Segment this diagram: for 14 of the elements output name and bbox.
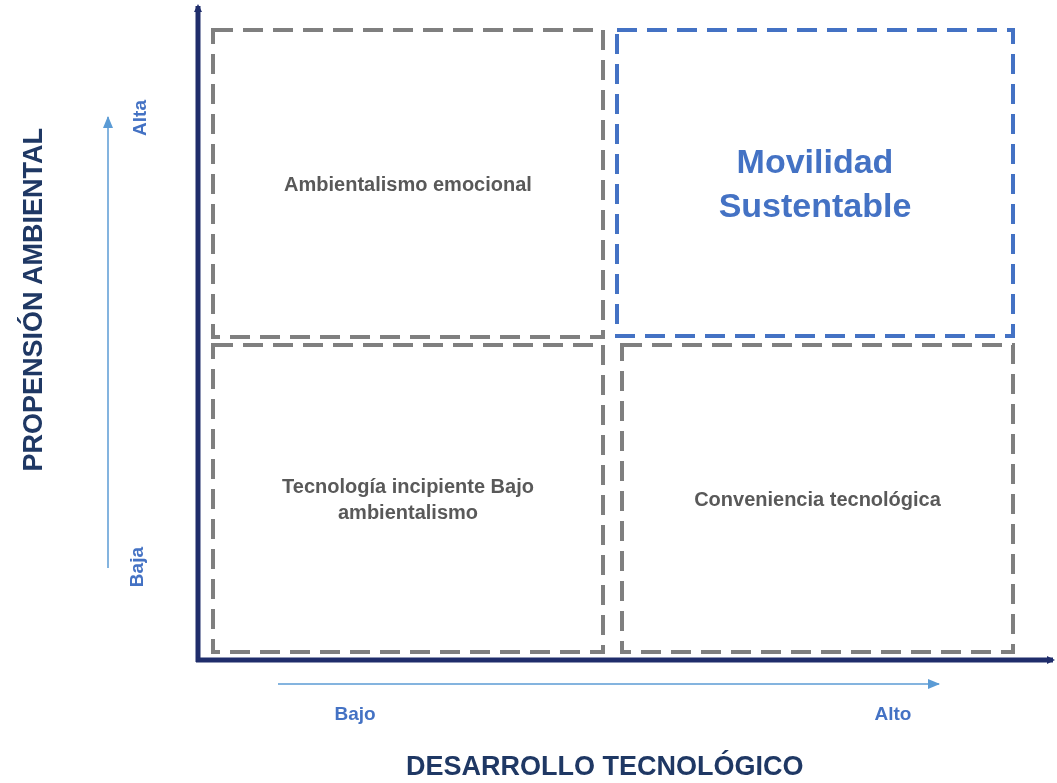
axis-end-label: Bajo [334,703,376,725]
axis-end-label: Baja [126,547,148,588]
quadrant-title: Movilidad Sustentable [717,140,913,226]
quadrant-label: Ambientalismo emocional [284,171,532,197]
axis-title: DESARROLLO TECNOLÓGICO [406,750,804,782]
quadrant-label: Tecnología incipiente Bajo ambientalismo [281,473,535,525]
quadrant-box [617,30,1013,336]
axis-end-label: Alto [874,703,912,725]
axis-title: PROPENSIÓN AMBIENTAL [17,128,49,472]
quadrant-box [213,345,603,652]
quadrant-box [213,30,603,337]
quadrant-label: Conveniencia tecnológica [694,486,941,512]
axis-end-label: Alta [129,100,151,136]
quadrant-box [622,345,1013,652]
